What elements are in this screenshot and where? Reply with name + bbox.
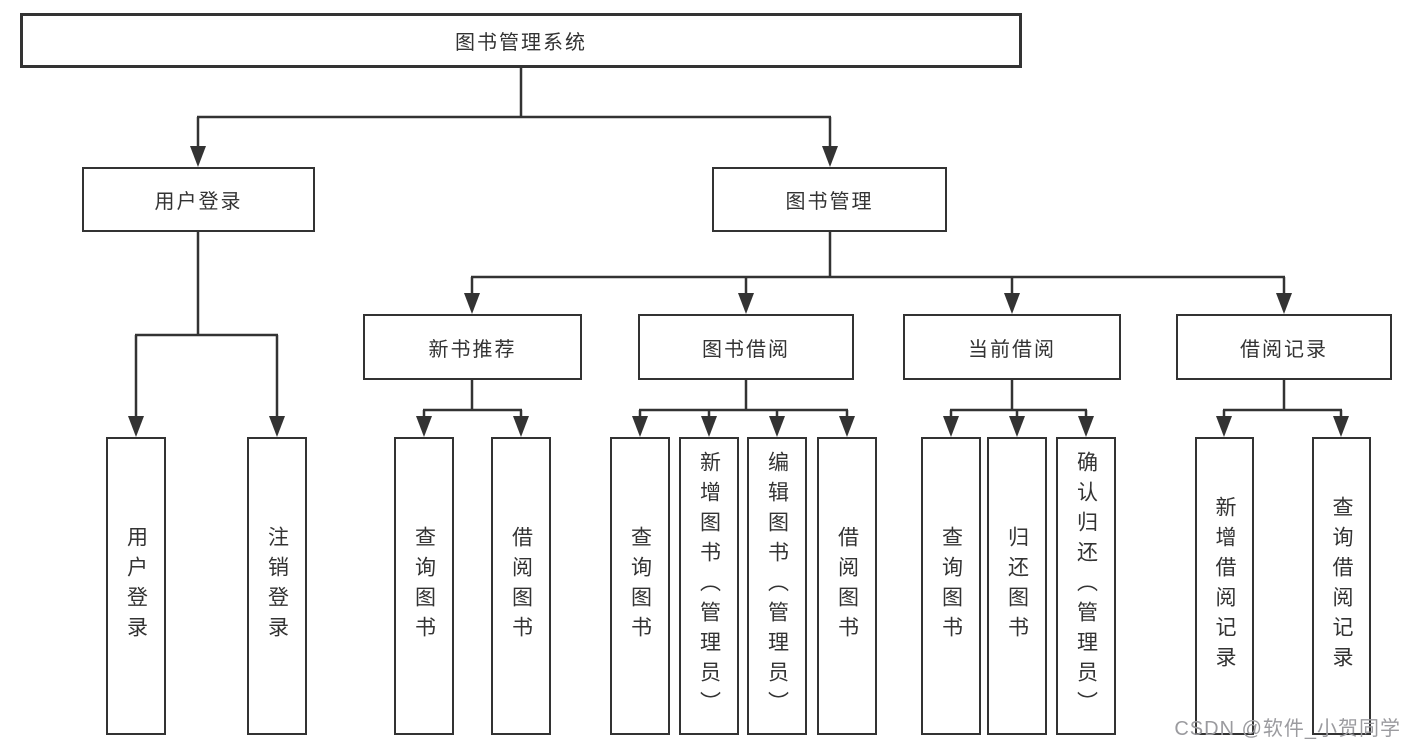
- fork-user-login-split: [128, 232, 285, 437]
- arrowhead-icon: [1333, 416, 1349, 437]
- node-label-leaf-user-login: 用户登录: [124, 526, 148, 646]
- node-leaf-confirm-return: 确认归还（管理员）: [1056, 437, 1116, 735]
- node-leaf-query-book-new: 查询图书: [394, 437, 454, 735]
- fork-root-split: [190, 68, 838, 167]
- arrowhead-icon: [1004, 293, 1020, 314]
- arrowhead-icon: [839, 416, 855, 437]
- node-label-leaf-add-book: 新增图书（管理员）: [697, 451, 721, 721]
- node-label-leaf-borrow-book-new: 借阅图书: [509, 526, 533, 646]
- fork-current-borrow-split: [943, 380, 1094, 437]
- node-label-root: 图书管理系统: [455, 32, 587, 54]
- node-label-leaf-logout: 注销登录: [265, 526, 289, 646]
- node-leaf-borrow-book-new: 借阅图书: [491, 437, 551, 735]
- node-leaf-query-book-current: 查询图书: [921, 437, 981, 735]
- arrowhead-icon: [269, 416, 285, 437]
- fork-book-mgmt-split: [464, 232, 1292, 314]
- node-book-mgmt: 图书管理: [712, 167, 947, 232]
- node-label-leaf-add-borrow-record: 新增借阅记录: [1213, 496, 1236, 676]
- node-borrow-records: 借阅记录: [1176, 314, 1392, 380]
- arrowhead-icon: [1216, 416, 1232, 437]
- fork-new-book-rec-split: [416, 380, 529, 437]
- arrowhead-icon: [128, 416, 144, 437]
- arrowhead-icon: [632, 416, 648, 437]
- node-leaf-add-borrow-record: 新增借阅记录: [1195, 437, 1254, 735]
- node-leaf-query-book-borrow: 查询图书: [610, 437, 670, 735]
- node-leaf-borrow-book: 借阅图书: [817, 437, 877, 735]
- node-label-leaf-query-borrow-record: 查询借阅记录: [1330, 496, 1353, 676]
- arrowhead-icon: [769, 416, 785, 437]
- arrowhead-icon: [190, 146, 206, 167]
- node-leaf-logout: 注销登录: [247, 437, 307, 735]
- arrowhead-icon: [943, 416, 959, 437]
- arrowhead-icon: [1078, 416, 1094, 437]
- node-current-borrow: 当前借阅: [903, 314, 1121, 380]
- node-leaf-add-book: 新增图书（管理员）: [679, 437, 739, 735]
- node-leaf-query-borrow-record: 查询借阅记录: [1312, 437, 1371, 735]
- node-label-leaf-borrow-book: 借阅图书: [835, 526, 859, 646]
- node-leaf-edit-book: 编辑图书（管理员）: [747, 437, 807, 735]
- node-label-new-book-rec: 新书推荐: [428, 338, 517, 361]
- fork-borrow-records-split: [1216, 380, 1349, 437]
- csdn-watermark: CSDN @软件_小贺同学: [1174, 718, 1401, 740]
- node-leaf-return-book: 归还图书: [987, 437, 1047, 735]
- arrowhead-icon: [1276, 293, 1292, 314]
- node-label-borrow-records: 借阅记录: [1240, 338, 1328, 361]
- node-leaf-user-login: 用户登录: [106, 437, 166, 735]
- arrowhead-icon: [513, 416, 529, 437]
- node-label-leaf-query-book-new: 查询图书: [412, 526, 436, 646]
- arrowhead-icon: [738, 293, 754, 314]
- arrowhead-icon: [416, 416, 432, 437]
- node-label-leaf-confirm-return: 确认归还（管理员）: [1074, 451, 1098, 721]
- node-label-current-borrow: 当前借阅: [968, 338, 1056, 361]
- node-label-leaf-query-book-current: 查询图书: [939, 526, 963, 646]
- node-label-leaf-return-book: 归还图书: [1005, 526, 1029, 646]
- node-label-book-mgmt: 图书管理: [785, 191, 874, 213]
- node-root: 图书管理系统: [20, 13, 1022, 68]
- node-label-book-borrow: 图书借阅: [702, 338, 790, 361]
- node-book-borrow: 图书借阅: [638, 314, 854, 380]
- node-label-leaf-edit-book: 编辑图书（管理员）: [765, 451, 789, 721]
- node-label-leaf-query-book-borrow: 查询图书: [628, 526, 652, 646]
- node-user-login: 用户登录: [82, 167, 315, 232]
- arrowhead-icon: [1009, 416, 1025, 437]
- node-new-book-rec: 新书推荐: [363, 314, 582, 380]
- fork-book-borrow-split: [632, 380, 855, 437]
- arrowhead-icon: [822, 146, 838, 167]
- node-label-user-login: 用户登录: [154, 191, 243, 213]
- arrowhead-icon: [701, 416, 717, 437]
- arrowhead-icon: [464, 293, 480, 314]
